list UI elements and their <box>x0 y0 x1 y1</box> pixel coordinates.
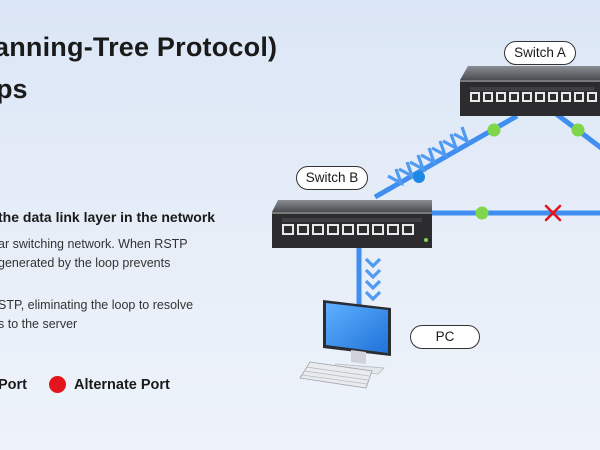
page-title-line2: ps <box>0 74 28 104</box>
paragraph-2-line-2: s to the server <box>0 317 78 331</box>
alternate-port-dot-icon <box>49 376 66 393</box>
switch-b-device <box>272 200 432 248</box>
traffic-flow-arrows-down <box>364 257 382 302</box>
monitor-icon <box>323 300 391 375</box>
keyboard-icon <box>299 361 373 389</box>
forwarding-port-dot-icon <box>571 123 585 137</box>
description-paragraph-2: STP, eliminating the loop to resolve s t… <box>0 296 193 334</box>
paragraph-2-line-1: STP, eliminating the loop to resolve <box>0 298 194 312</box>
page-title: anning-Tree Protocol) <box>0 32 278 62</box>
switch-a-device <box>460 66 600 116</box>
pc-device <box>299 300 391 389</box>
description-paragraph-1: ar switching network. When RSTP generate… <box>0 235 188 273</box>
blocked-link-x-icon <box>544 204 562 222</box>
legend-alternate-port-label: Alternate Port <box>74 376 170 393</box>
switch-a-label: Switch A <box>504 41 576 65</box>
traffic-flow-arrows-diagonal <box>387 126 470 187</box>
legend: Port Alternate Port <box>0 376 170 393</box>
forwarding-port-dot-icon <box>475 206 489 220</box>
root-port-dot-icon <box>413 171 425 183</box>
paragraph-1-line-2: generated by the loop prevents <box>0 256 171 270</box>
legend-port-label: Port <box>0 376 27 393</box>
forwarding-port-dot-icon <box>487 123 501 137</box>
section-heading: the data link layer in the network <box>0 209 216 225</box>
pc-label: PC <box>410 325 480 349</box>
switch-b-label: Switch B <box>296 166 368 190</box>
paragraph-1-line-1: ar switching network. When RSTP <box>0 237 188 251</box>
